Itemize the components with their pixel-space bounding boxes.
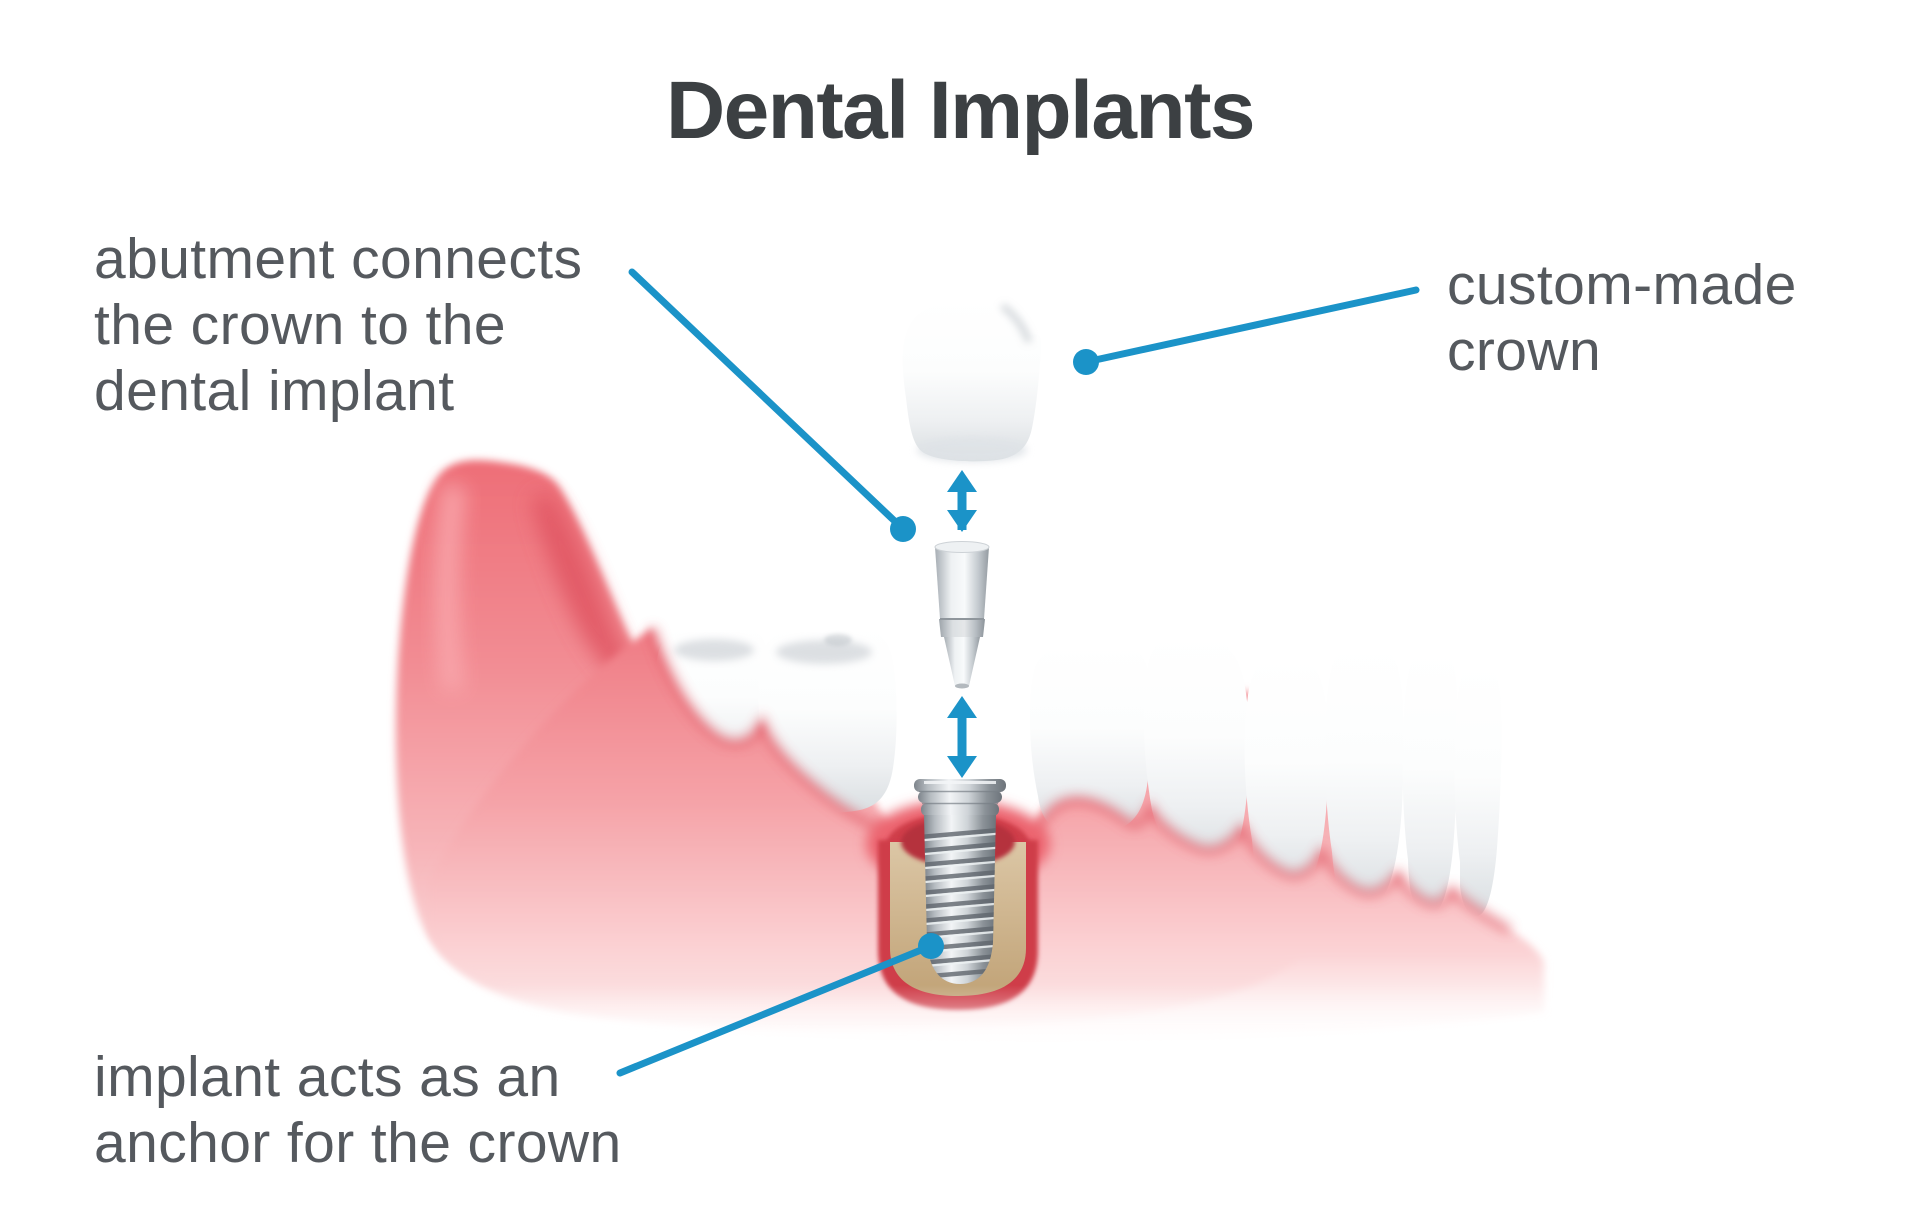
right-incisor-2 (1402, 648, 1458, 914)
gumline-shadow (648, 626, 1512, 934)
gum-ridge-shadow (532, 492, 664, 690)
abutment-cap (934, 541, 990, 553)
callout-abutment: abutment connects the crown to the denta… (94, 226, 582, 424)
screw-head-ring (918, 791, 1002, 803)
leader-dot-icon (918, 933, 944, 959)
arrow-down-icon (947, 756, 977, 778)
abutment-body (935, 547, 989, 619)
callout-crown-line: crown (1447, 319, 1602, 383)
leader-line-abutment (628, 268, 907, 533)
leader-dots (890, 349, 1099, 959)
arrow-up-icon (947, 470, 977, 492)
screw-head-ring (914, 779, 1006, 792)
molar-cusp-shade (824, 634, 852, 646)
gum-front (428, 626, 1544, 1042)
molar-occlusal-shade (674, 639, 754, 661)
molar-occlusal-shade (776, 640, 872, 664)
right-premolar-2 (1143, 633, 1250, 864)
callout-custom-crown: custom-made crown (1447, 252, 1797, 384)
callout-implant-anchor: implant acts as an anchor for the crown (94, 1044, 622, 1176)
callout-implant-line: anchor for the crown (94, 1111, 622, 1175)
callout-abutment-line: the crown to the (94, 293, 506, 357)
arrow-up-icon (947, 696, 977, 718)
crown-body (902, 297, 1042, 462)
right-teeth (1029, 633, 1502, 917)
abutment-collar-shade (939, 619, 985, 637)
crown-occlusal-dip (999, 303, 1033, 344)
abutment-collar (939, 619, 985, 637)
crown (902, 297, 1042, 462)
callout-implant-line: implant acts as an (94, 1045, 561, 1109)
arrow-shaft (957, 489, 967, 530)
gum-ridge-highlight (436, 482, 466, 692)
crown-bottom-shade (917, 438, 1027, 462)
leader-line-implant (616, 942, 935, 1077)
leader-dot-icon (1073, 349, 1099, 375)
gap-arrow-crown-abutment (947, 470, 977, 532)
arrow-shaft (957, 714, 967, 760)
callout-abutment-line: abutment connects (94, 227, 583, 291)
right-premolar-1 (1029, 642, 1152, 833)
right-canine (1244, 655, 1329, 894)
arrow-down-icon (947, 510, 977, 532)
right-incisor-3 (1454, 662, 1502, 917)
callout-abutment-line: dental implant (94, 359, 455, 423)
leader-dot-icon (890, 516, 916, 542)
gap-arrow-abutment-implant (947, 696, 977, 778)
abutment-taper (944, 637, 980, 686)
callout-crown-line: custom-made (1447, 253, 1797, 317)
leader-line-crown (1082, 286, 1420, 366)
screw-head-ring (921, 803, 999, 816)
abutment (934, 541, 990, 689)
leader-lines (616, 268, 1420, 1077)
page-title: Dental Implants (665, 65, 1256, 156)
right-incisor-1 (1325, 643, 1404, 906)
bottom-fade (280, 985, 1680, 1224)
abutment-tip (955, 683, 969, 689)
